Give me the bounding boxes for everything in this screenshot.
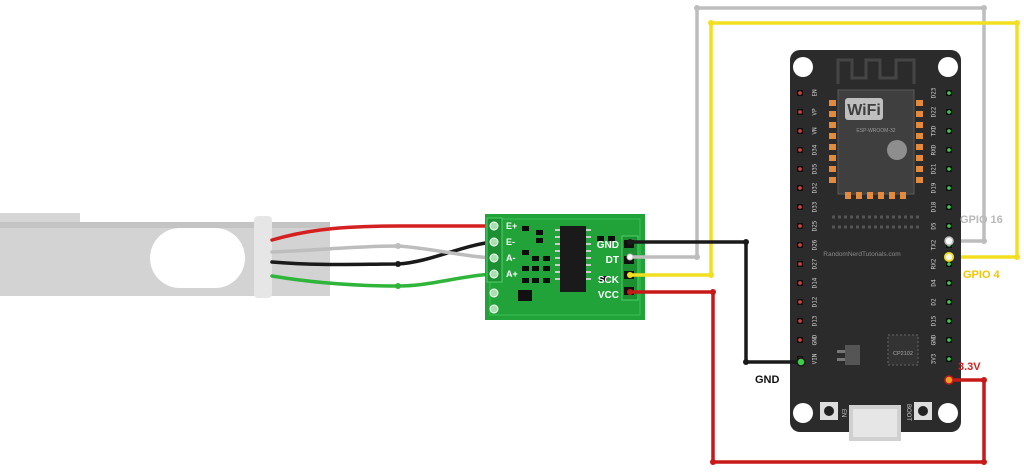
module-castellations <box>829 100 923 199</box>
esp32-pin-label: GND <box>812 334 819 345</box>
esp32-pin-dot <box>798 224 802 228</box>
esp32-pin-label: RXD <box>931 144 938 155</box>
esp32-pin-dot <box>798 319 802 323</box>
esp32-pin-dot <box>947 262 951 266</box>
hx711-pin-aplus: A+ <box>506 269 518 279</box>
antenna-trace <box>836 58 916 84</box>
hx711-pin-dt: DT <box>606 255 619 266</box>
esp32-pin-dot <box>947 224 951 228</box>
hx711-pin-eminus: E- <box>506 237 515 247</box>
esp32-pin-label: D22 <box>931 106 938 117</box>
esp32-pin-label: D35 <box>812 163 819 174</box>
espressif-logo <box>887 140 907 160</box>
esp32-pin-dot <box>947 205 951 209</box>
wire-red-eplus <box>270 224 494 242</box>
boot-button-label: BOOT <box>905 404 911 421</box>
wire-gnd <box>630 240 799 364</box>
esp32-pin-dot <box>947 110 951 114</box>
esp32-pin-label: D18 <box>931 201 938 212</box>
v33-label: 3.3V <box>958 361 981 373</box>
hx711-pin-aminus: A- <box>506 253 516 263</box>
esp32-pin-dot <box>798 167 802 171</box>
esp32-pin-label: D5 <box>931 222 938 230</box>
wire-endpoints <box>626 236 954 385</box>
esp32-pin-dot <box>947 300 951 304</box>
esp32-pin-label: D25 <box>812 220 819 231</box>
esp32-pin-label: EN <box>812 89 819 97</box>
esp32-pin-dot <box>798 148 802 152</box>
esp32-pin-dot <box>798 186 802 190</box>
esp32-pin-label: D27 <box>812 258 819 269</box>
esp32-pin-label: D2 <box>931 298 938 306</box>
esp32-pin-dot <box>947 319 951 323</box>
module-text: ESP-WROOM-32 <box>856 128 895 134</box>
esp32-pin-label: D21 <box>931 163 938 174</box>
esp32-pin-dot <box>947 281 951 285</box>
esp32-pin-dot <box>947 357 951 361</box>
wire-sck-gpio4 <box>630 21 1019 277</box>
hx711-pin-gnd: GND <box>597 240 619 251</box>
esp32-pin-label: TXD <box>931 125 938 136</box>
hx711-pin-eplus: E+ <box>506 221 517 231</box>
wire-dt-gpio16 <box>630 6 986 259</box>
hx711-module: E+ E- A- A+ GND DT SCK VCC <box>485 214 645 320</box>
load-cell <box>0 213 330 298</box>
hx711-pin-sck: SCK <box>598 275 620 286</box>
en-button-label: EN <box>840 409 846 417</box>
esp32-pin-label: GND <box>931 334 938 345</box>
esp32-pin-dot <box>798 300 802 304</box>
esp32-pin-label: VP <box>812 108 819 116</box>
esp32-pin-dot <box>798 91 802 95</box>
watermark: RandomNerdTutorials.com <box>823 251 900 258</box>
wifi-logo-text: WiFi <box>847 102 881 119</box>
esp32-pin-label: D32 <box>812 182 819 193</box>
esp32-pin-dot <box>947 148 951 152</box>
esp32-pin-label: RX2 <box>931 258 938 269</box>
esp32-pin-dot <box>798 281 802 285</box>
esp32-pin-dot <box>947 129 951 133</box>
esp32-pin-label: D12 <box>812 296 819 307</box>
esp32-pin-dot <box>947 186 951 190</box>
gnd-label: GND <box>755 374 780 386</box>
esp32-pin-dot <box>798 338 802 342</box>
load-cell-wires <box>270 224 494 289</box>
wire-vcc-3v3 <box>630 290 986 464</box>
esp32-pin-dot <box>947 91 951 95</box>
esp32-pin-label: D26 <box>812 239 819 250</box>
esp32-pin-label: VN <box>812 127 819 135</box>
connection-wires <box>630 6 1019 464</box>
esp32-pin-label: 3V3 <box>931 353 938 364</box>
esp32-pin-label: VIN <box>812 353 819 364</box>
esp32-pin-label: D19 <box>931 182 938 193</box>
esp32-pin-label: D4 <box>931 279 938 287</box>
esp32-pin-label: D33 <box>812 201 819 212</box>
esp32-pin-label: D23 <box>931 87 938 98</box>
esp32-pin-dot <box>947 167 951 171</box>
hx711-pin-vcc: VCC <box>598 290 619 301</box>
esp32-pin-dot <box>798 110 802 114</box>
esp32-pin-label: D13 <box>812 315 819 326</box>
esp32-pin-label: D14 <box>812 277 819 288</box>
esp32-pin-label: D34 <box>812 144 819 155</box>
esp32-pin-dot <box>798 243 802 247</box>
gpio4-label: GPIO 4 <box>963 269 1001 281</box>
esp32-pin-label: TX2 <box>931 239 938 250</box>
wire-bend-points <box>694 5 1020 465</box>
esp32-pin-dot <box>798 129 802 133</box>
gpio16-label: GPIO 16 <box>960 214 1003 226</box>
esp32-board: WiFi ESP-WROOM-32 RandomNerdTutorials.co… <box>790 50 961 441</box>
esp32-pin-dot <box>798 205 802 209</box>
esp32-pin-label: D15 <box>931 315 938 326</box>
usb-chip-label: CP2102 <box>893 351 913 357</box>
esp32-pin-dot <box>947 338 951 342</box>
esp32-pin-dot <box>798 262 802 266</box>
